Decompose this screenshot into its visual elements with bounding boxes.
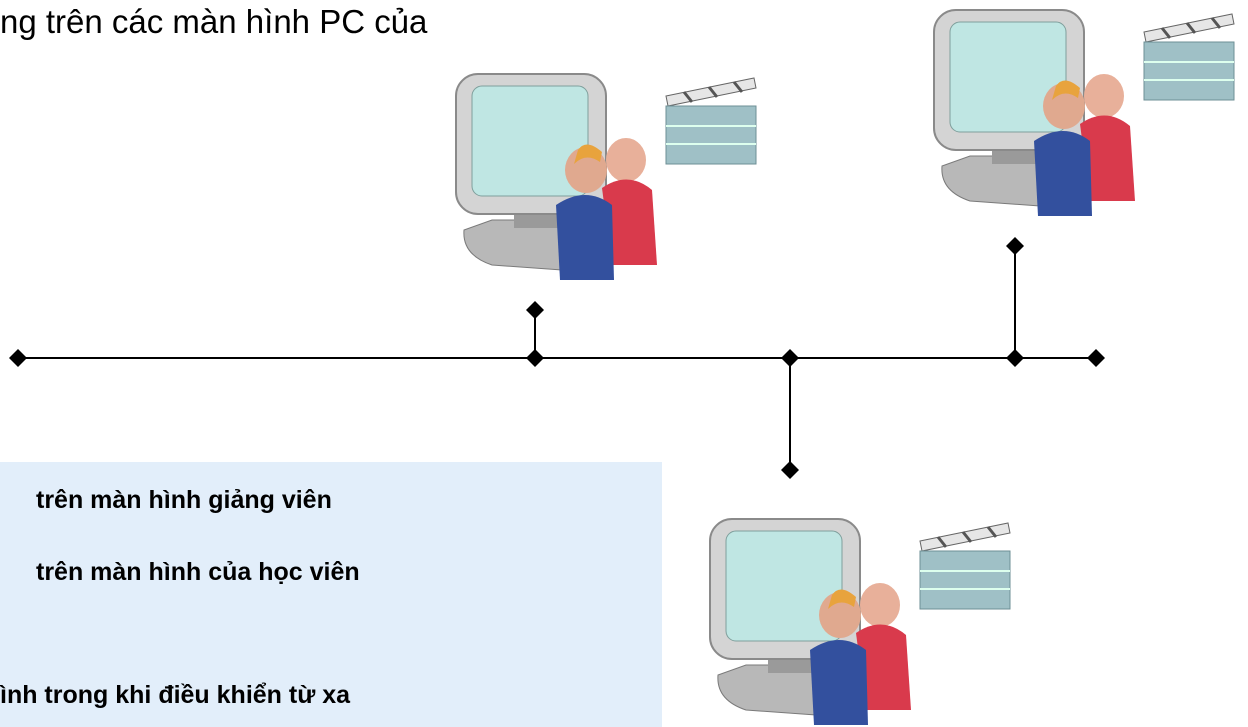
network-node-icon — [1087, 349, 1105, 367]
info-line-3: ình trong khi điều khiển từ xa — [0, 681, 351, 709]
network-node-icon — [9, 349, 27, 367]
network-node-icon — [1006, 237, 1024, 255]
workstation-2 — [930, 6, 1240, 226]
clapperboard-icon — [919, 522, 1011, 610]
network-node-icon — [526, 301, 544, 319]
computer-user-icon — [933, 9, 1135, 216]
clapperboard-icon — [665, 77, 757, 165]
workstation-3 — [706, 515, 1016, 727]
info-line-1: trên màn hình giảng viên — [36, 486, 332, 514]
network-node-icon — [1006, 349, 1024, 367]
info-line-2: trên màn hình của học viên — [36, 558, 360, 586]
network-node-icon — [781, 349, 799, 367]
header-text: ng trên các màn hình PC của — [0, 3, 428, 40]
workstation-1 — [452, 70, 762, 290]
network-node-icon — [781, 461, 799, 479]
info-box: trên màn hình giảng viên trên màn hình c… — [0, 462, 662, 727]
computer-user-icon — [455, 73, 657, 280]
network-node-icon — [526, 349, 544, 367]
computer-user-icon — [709, 518, 911, 725]
clapperboard-icon — [1143, 13, 1235, 101]
